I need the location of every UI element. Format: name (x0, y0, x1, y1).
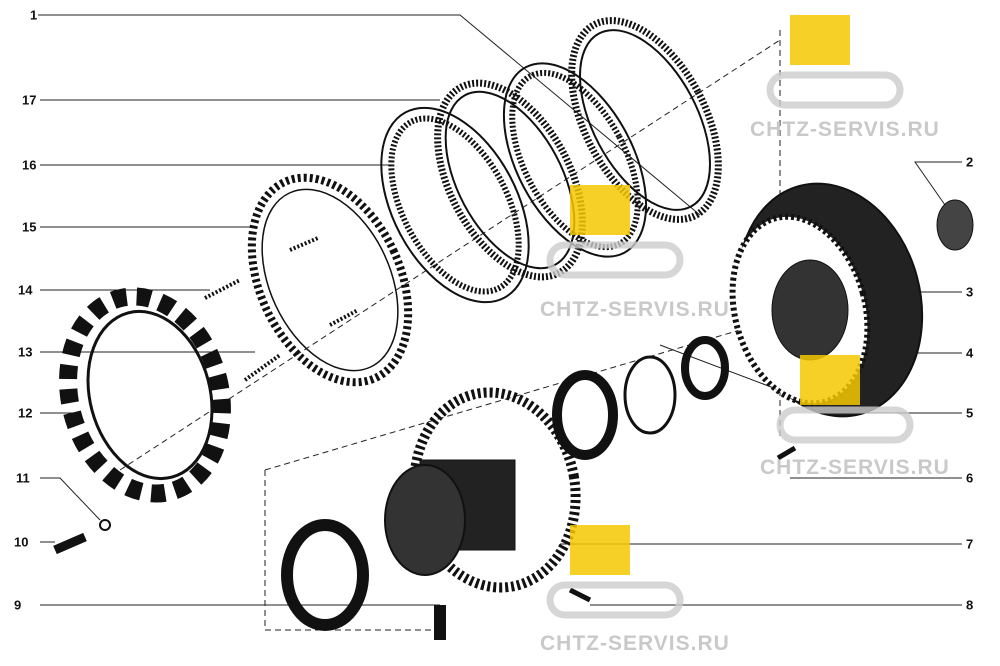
springs (204, 236, 359, 382)
callout-2: 2 (966, 154, 974, 170)
watermark-text: CHTZ-SERVIS.RU (750, 118, 940, 141)
lock-washer-11 (99, 519, 111, 531)
inner-toothed-disc-2 (380, 106, 530, 304)
watermark-text: CHTZ-SERVIS.RU (540, 632, 730, 655)
outer-toothed-disc-1 (568, 17, 722, 223)
bearing-ring-2 (936, 199, 974, 251)
leader-1 (38, 14, 701, 216)
bearing-4 (681, 336, 729, 400)
callout-13: 13 (18, 344, 33, 360)
inner-toothed-disc-1 (502, 62, 648, 258)
callout-10: 10 (14, 534, 29, 550)
leader-2 (914, 161, 962, 206)
callout-9: 9 (14, 597, 22, 613)
screw-8 (568, 587, 592, 603)
callout-5: 5 (966, 405, 974, 421)
callout-17: 17 (22, 92, 37, 108)
outer-toothed-disc-2 (434, 79, 586, 281)
callout-7: 7 (966, 536, 974, 552)
bolt-10 (53, 532, 87, 555)
callout-8: 8 (966, 597, 974, 613)
callout-11: 11 (16, 470, 30, 486)
watermark-text: CHTZ-SERVIS.RU (540, 298, 730, 321)
callout-1: 1 (30, 7, 38, 23)
gear (409, 387, 581, 593)
pin-6 (776, 445, 797, 461)
callout-12: 12 (18, 405, 33, 421)
pressure-plate (247, 173, 413, 387)
callout-4: 4 (966, 345, 974, 361)
bearing-9 (281, 519, 369, 631)
bearing-5 (552, 370, 618, 460)
callout-16: 16 (22, 157, 37, 173)
cage-ring (59, 287, 231, 503)
callout-14: 14 (18, 282, 33, 298)
callout-6: 6 (966, 470, 974, 486)
watermark-logo-icons (570, 15, 860, 575)
watermark-text: CHTZ-SERVIS.RU (760, 456, 950, 479)
seal-ring (623, 355, 677, 435)
leader-11 (40, 477, 101, 521)
callout-3: 3 (966, 284, 974, 300)
callout-15: 15 (22, 219, 37, 235)
